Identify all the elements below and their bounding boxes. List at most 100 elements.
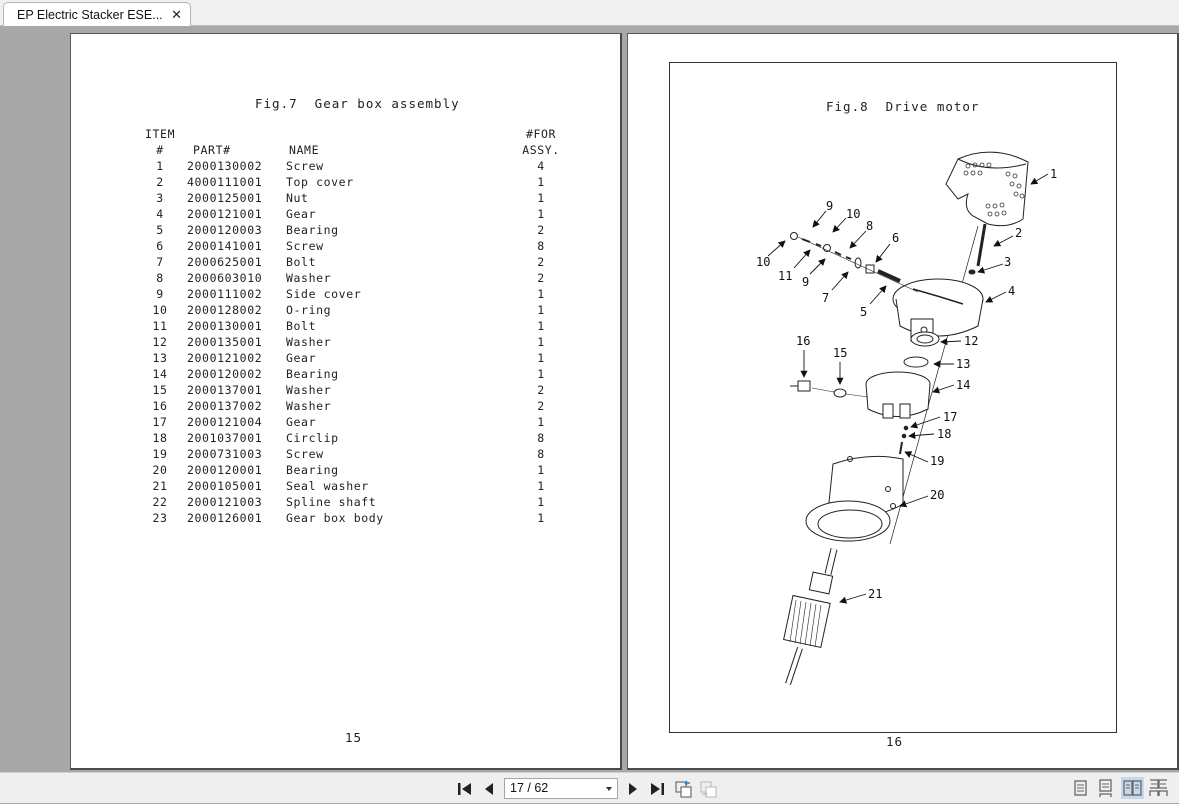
page-indicator: 17 / 62 bbox=[510, 781, 549, 795]
quantity: 8 bbox=[537, 431, 545, 445]
part-name: Seal washer bbox=[286, 479, 369, 493]
item-number: 22 bbox=[152, 495, 168, 509]
part-name: Washer bbox=[286, 335, 332, 349]
part-number: 2000121001 bbox=[187, 207, 263, 221]
svg-text:15: 15 bbox=[833, 346, 847, 360]
part-name: Gear bbox=[286, 207, 317, 221]
part-name: Top cover bbox=[286, 175, 354, 189]
svg-text:12: 12 bbox=[964, 334, 978, 348]
last-page-icon bbox=[651, 783, 664, 795]
part-number: 2000121002 bbox=[187, 351, 263, 365]
svg-text:1: 1 bbox=[1050, 167, 1057, 181]
document-viewer[interactable]: Fig.7 Gear box assembly ITEM #FOR # PART… bbox=[0, 26, 1179, 772]
svg-text:20: 20 bbox=[930, 488, 944, 502]
last-page-button[interactable] bbox=[647, 779, 667, 799]
part-4-housing bbox=[892, 278, 984, 342]
continuous-view-icon bbox=[1099, 779, 1112, 797]
two-page-continuous-view-button[interactable] bbox=[1147, 777, 1170, 799]
svg-text:17: 17 bbox=[943, 410, 957, 424]
part-name: Spline shaft bbox=[286, 495, 377, 509]
header-assy: ASSY. bbox=[522, 143, 560, 157]
part-number: 2001037001 bbox=[187, 431, 263, 445]
svg-text:3: 3 bbox=[1004, 255, 1011, 269]
quantity: 1 bbox=[537, 479, 545, 493]
part-name: Gear bbox=[286, 415, 317, 429]
svg-text:11: 11 bbox=[778, 269, 792, 283]
svg-text:13: 13 bbox=[956, 357, 970, 371]
document-tab[interactable]: EP Electric Stacker ESE... ✕ bbox=[3, 2, 191, 27]
part-number: 2000120002 bbox=[187, 367, 263, 381]
item-number: 3 bbox=[156, 191, 164, 205]
item-number: 11 bbox=[152, 319, 168, 333]
close-icon[interactable]: ✕ bbox=[171, 7, 182, 22]
page-16: Fig.8 Drive motor bbox=[627, 33, 1179, 770]
item-number: 19 bbox=[152, 447, 168, 461]
page-number-select[interactable]: 17 / 62 bbox=[504, 778, 618, 799]
continuous-view-button[interactable] bbox=[1094, 777, 1117, 799]
svg-text:14: 14 bbox=[956, 378, 970, 392]
table-header-row-2: # PART# NAME ASSY. bbox=[145, 142, 565, 158]
part-number: 4000111001 bbox=[187, 175, 263, 189]
single-page-view-icon bbox=[1074, 780, 1087, 796]
go-back-view-button[interactable] bbox=[674, 779, 694, 799]
table-header-row-1: ITEM #FOR bbox=[145, 126, 565, 142]
part-name: Bearing bbox=[286, 223, 339, 237]
single-page-view-button[interactable] bbox=[1069, 777, 1092, 799]
go-forward-view-button[interactable] bbox=[699, 779, 719, 799]
part-number: 2000125001 bbox=[187, 191, 263, 205]
quantity: 1 bbox=[537, 511, 545, 525]
item-number: 1 bbox=[156, 159, 164, 173]
next-page-button[interactable] bbox=[623, 779, 643, 799]
part-number: 2000130001 bbox=[187, 319, 263, 333]
header-item-number: # bbox=[156, 143, 164, 157]
part-number: 2000126001 bbox=[187, 511, 263, 525]
quantity: 1 bbox=[537, 415, 545, 429]
part-14-carrier bbox=[865, 371, 931, 419]
part-20-motor-housing bbox=[805, 455, 904, 542]
part-21-rotor bbox=[783, 548, 838, 685]
svg-text:2: 2 bbox=[1015, 226, 1022, 240]
first-page-icon bbox=[458, 783, 471, 795]
part-number: 2000111002 bbox=[187, 287, 263, 301]
dropdown-arrow-icon bbox=[606, 787, 612, 791]
previous-page-button[interactable] bbox=[480, 779, 500, 799]
quantity: 4 bbox=[537, 159, 545, 173]
part-number: 2000121004 bbox=[187, 415, 263, 429]
part-name: Washer bbox=[286, 399, 332, 413]
two-page-view-button[interactable] bbox=[1121, 777, 1144, 799]
item-number: 8 bbox=[156, 271, 164, 285]
previous-page-icon bbox=[485, 783, 493, 795]
part-number: 2000137002 bbox=[187, 399, 263, 413]
quantity: 1 bbox=[537, 191, 545, 205]
item-number: 21 bbox=[152, 479, 168, 493]
quantity: 1 bbox=[537, 367, 545, 381]
quantity: 1 bbox=[537, 495, 545, 509]
first-page-button[interactable] bbox=[455, 779, 475, 799]
part-name: Nut bbox=[286, 191, 309, 205]
go-back-view-icon bbox=[675, 780, 692, 798]
item-number: 9 bbox=[156, 287, 164, 301]
svg-text:18: 18 bbox=[937, 427, 951, 441]
svg-text:8: 8 bbox=[866, 219, 873, 233]
quantity: 1 bbox=[537, 319, 545, 333]
quantity: 1 bbox=[537, 287, 545, 301]
two-page-view-icon bbox=[1123, 780, 1142, 796]
svg-text:7: 7 bbox=[822, 291, 829, 305]
item-number: 5 bbox=[156, 223, 164, 237]
svg-text:19: 19 bbox=[930, 454, 944, 468]
svg-text:10: 10 bbox=[756, 255, 770, 269]
document-tab-title: EP Electric Stacker ESE... bbox=[17, 8, 163, 22]
svg-text:4: 4 bbox=[1008, 284, 1015, 298]
callouts: 1 2 3 4 5 6 7 8 9 10 10 11 9 12 13 14 15… bbox=[756, 167, 1057, 604]
